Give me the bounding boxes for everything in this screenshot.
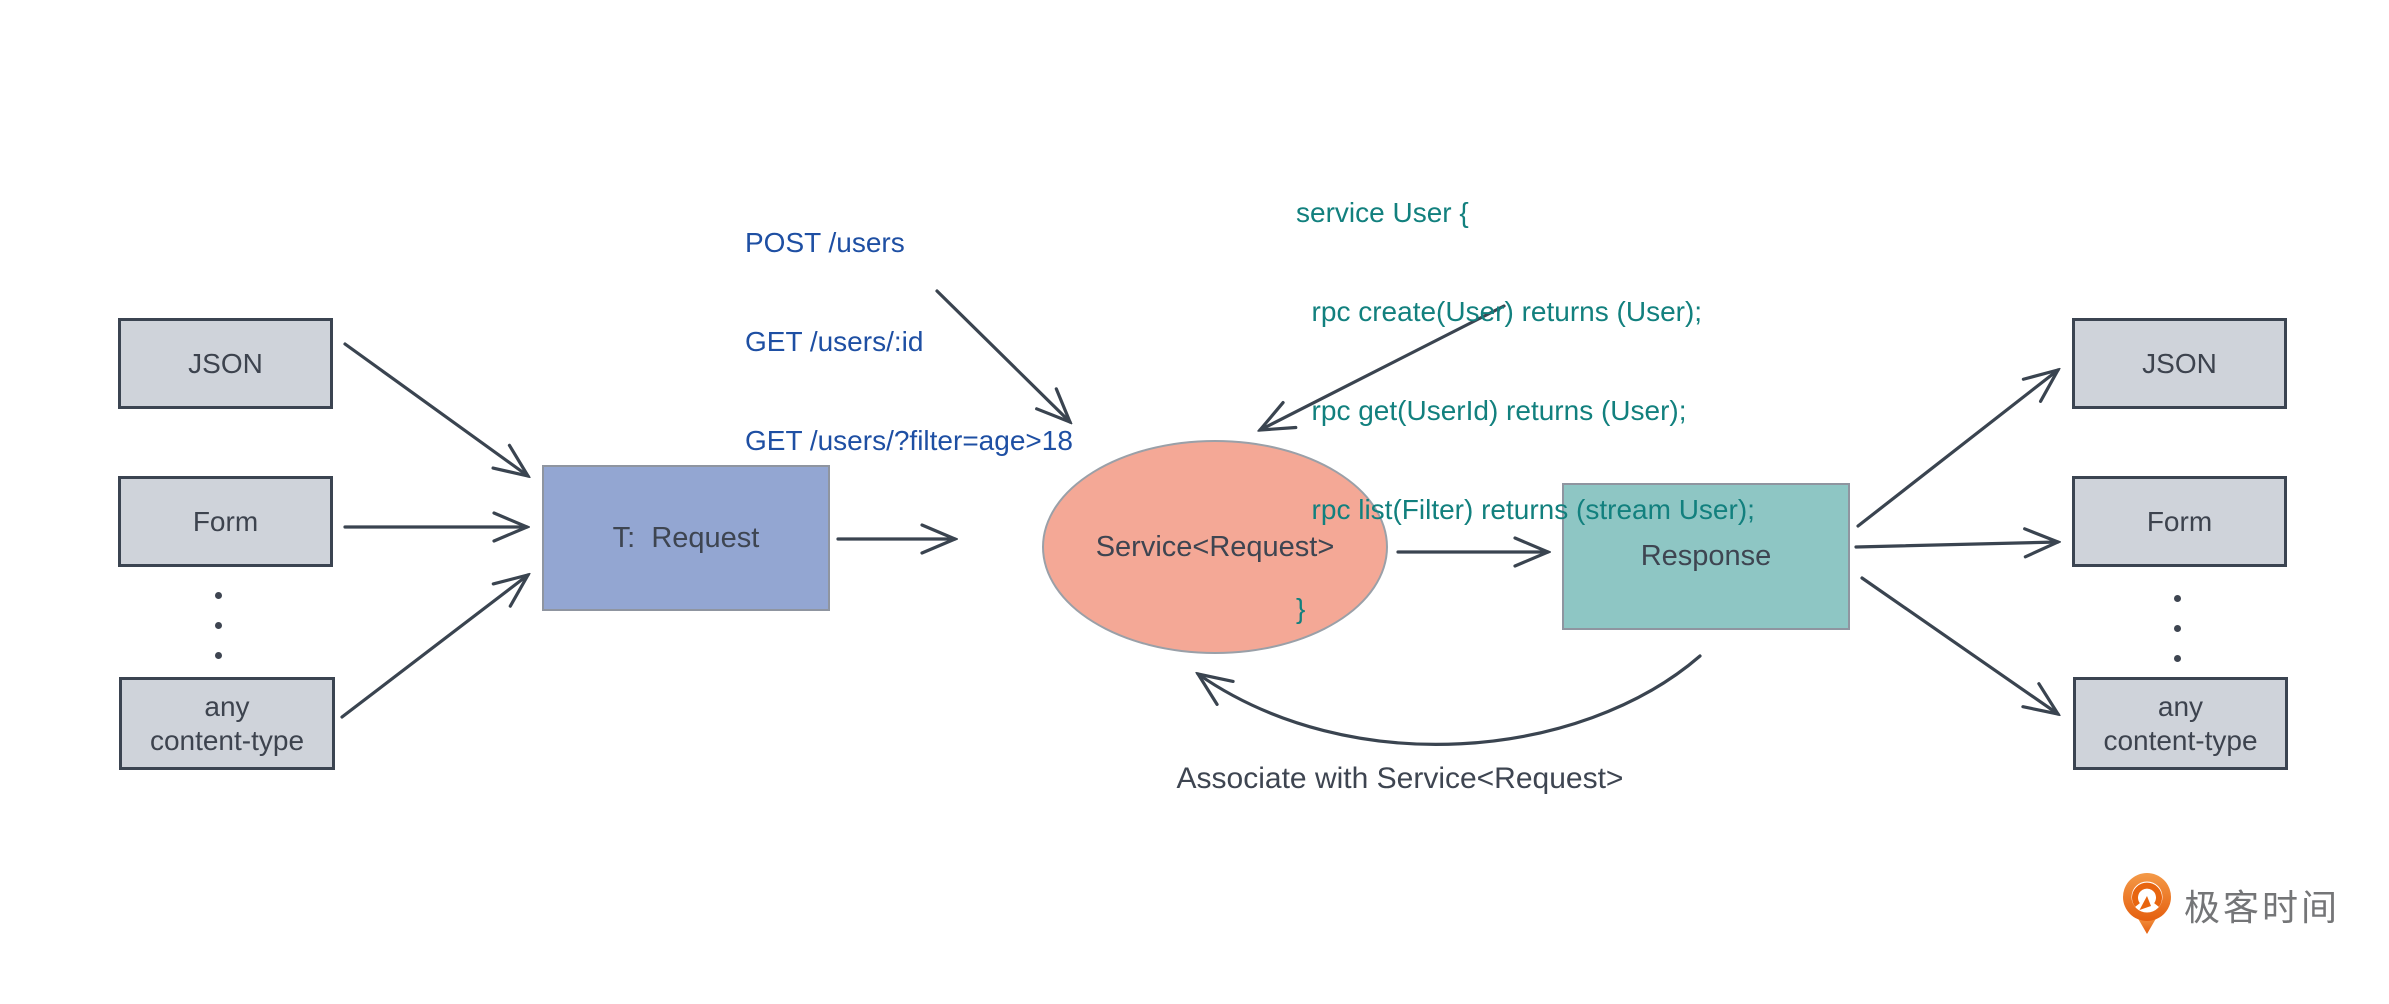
dot-icon [2173, 595, 2181, 602]
http-route-line: GET /users/?filter=age>18 [745, 425, 1073, 456]
node-service-request: Service<Request> [1042, 440, 1388, 654]
grpc-service-code: service User { rpc create(User) returns … [1296, 130, 1755, 691]
grpc-code-line: service User { [1296, 197, 1469, 228]
geektime-logo: 极客时间 [2120, 870, 2340, 940]
geektime-pin-icon [2123, 873, 2171, 934]
node-any-content-type-right-label: any content-type [2103, 691, 2258, 756]
dot-icon [2173, 655, 2181, 662]
node-json-right-label: JSON [2142, 347, 2217, 379]
node-t-request-label: T: Request [612, 521, 760, 554]
node-any-content-type-left: any content-type [119, 677, 335, 770]
arrow-response-to-json-right [1856, 370, 2058, 528]
node-form-left: Form [118, 476, 333, 567]
node-form-right-label: Form [2146, 505, 2213, 537]
dot-icon [214, 652, 222, 659]
arrow-any-left-to-request [340, 575, 528, 719]
association-label: Associate with Service<Request> [1176, 762, 1624, 795]
node-response: Response [1562, 483, 1850, 630]
http-route-line: GET /users/:id [745, 326, 924, 357]
arrow-response-to-any-right [1860, 576, 2058, 714]
ellipsis-dots-left [214, 592, 222, 659]
node-json-left: JSON [118, 318, 333, 409]
grpc-code-line: rpc create(User) returns (User); [1296, 296, 1703, 327]
node-form-right: Form [2072, 476, 2287, 567]
node-any-content-type-right: any content-type [2073, 677, 2288, 770]
node-json-right: JSON [2072, 318, 2287, 409]
node-service-request-label: Service<Request> [1095, 530, 1335, 563]
node-json-left-label: JSON [188, 347, 263, 379]
arrow-json-left-to-request [343, 342, 528, 476]
node-t-request: T: Request [542, 465, 830, 611]
geektime-logo-text: 极客时间 [2184, 887, 2341, 928]
node-response-label: Response [1640, 540, 1772, 572]
grpc-code-line: rpc get(UserId) returns (User); [1296, 395, 1687, 426]
dot-icon [2173, 625, 2181, 632]
node-form-left-label: Form [192, 505, 259, 537]
dot-icon [214, 592, 222, 599]
ellipsis-dots-right [2173, 595, 2181, 662]
arrow-response-to-form-right [1854, 542, 2058, 547]
node-any-content-type-left-label: any content-type [149, 691, 305, 756]
http-route-line: POST /users [745, 227, 905, 258]
dot-icon [214, 622, 222, 629]
http-routes-code: POST /users GET /users/:id GET /users/?f… [745, 160, 1073, 523]
grpc-code-line: } [1296, 593, 1306, 624]
grpc-code-line: rpc list(Filter) returns (stream User); [1296, 494, 1755, 525]
